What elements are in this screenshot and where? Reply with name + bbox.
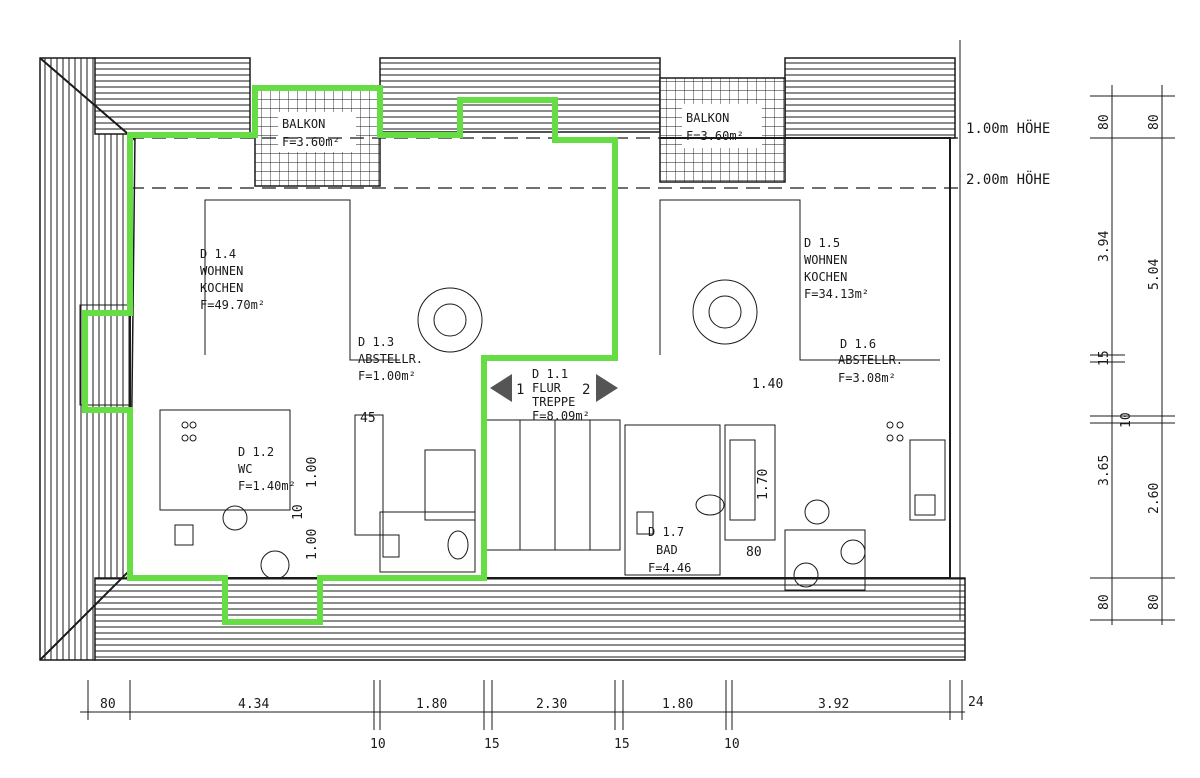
d14-area: F=49.70m² bbox=[200, 298, 265, 312]
dim-10: 10 bbox=[291, 504, 306, 520]
d15-line1: WOHNEN bbox=[804, 253, 847, 267]
stair-mark-left: 1 bbox=[516, 382, 524, 398]
roof-hatching bbox=[39, 57, 966, 661]
bottom-dim-2: 4.34 bbox=[238, 697, 269, 712]
bottom-dim-3: 1.80 bbox=[416, 697, 447, 712]
bottom-dim-5: 1.80 bbox=[662, 697, 693, 712]
balcony-left bbox=[254, 87, 381, 187]
fixtures bbox=[174, 279, 936, 588]
d17-id: D 1.7 bbox=[648, 525, 684, 539]
d11-id: D 1.1 bbox=[532, 367, 568, 381]
dim-1-00-lower: 1.00 bbox=[305, 529, 320, 560]
bottom-dim-7: 24 bbox=[968, 695, 984, 710]
balkon-right-area: F=3.60m² bbox=[686, 129, 744, 143]
right-dim-3: 15 bbox=[1097, 350, 1112, 366]
balkon-right-name: BALKON bbox=[686, 111, 729, 125]
d12-area: F=1.40m² bbox=[238, 479, 296, 493]
height-1m-label: 1.00m HÖHE bbox=[966, 119, 1050, 137]
d15-id: D 1.5 bbox=[804, 236, 840, 250]
d17-line1: BAD bbox=[656, 543, 678, 557]
stair-mark-right: 2 bbox=[582, 382, 590, 398]
d11-area: F=8.09m² bbox=[532, 409, 590, 423]
d14-line2: KOCHEN bbox=[200, 281, 243, 295]
balkon-left-area: F=3.60m² bbox=[282, 135, 340, 149]
right-dim-4: 10 bbox=[1119, 412, 1134, 428]
d15-area: F=34.13m² bbox=[804, 287, 869, 301]
right-dim-10: 80 bbox=[1147, 594, 1162, 610]
room-labels: BALKON F=3.60m² BALKON F=3.60m² D 1.4 WO… bbox=[200, 111, 903, 575]
d14-line1: WOHNEN bbox=[200, 264, 243, 278]
height-lines: 1.00m HÖHE 2.00m HÖHE bbox=[130, 119, 1050, 189]
stair-arrow-left-icon bbox=[490, 374, 512, 402]
d13-line1: ABSTELLR. bbox=[358, 352, 423, 366]
stair-arrow-right-icon bbox=[596, 374, 618, 402]
d16-id: D 1.6 bbox=[840, 337, 876, 351]
d11-line1: FLUR bbox=[532, 381, 562, 395]
right-dimensions: 80 3.94 15 10 3.65 80 80 5.04 2.60 80 bbox=[1090, 85, 1175, 625]
d13-id: D 1.3 bbox=[358, 335, 394, 349]
right-dim-8: 5.04 bbox=[1147, 259, 1162, 290]
height-2m-label: 2.00m HÖHE bbox=[966, 170, 1050, 188]
dim-80-inner: 80 bbox=[746, 545, 762, 560]
bottom-dim-11: 10 bbox=[724, 737, 740, 752]
right-dim-5: 3.65 bbox=[1097, 455, 1112, 486]
bottom-dim-1: 80 bbox=[100, 697, 116, 712]
d17-area: F=4.46 bbox=[648, 561, 691, 575]
bottom-dim-9: 15 bbox=[484, 737, 500, 752]
right-dim-6: 80 bbox=[1097, 594, 1112, 610]
right-dim-1: 80 bbox=[1097, 114, 1112, 130]
right-dim-2: 3.94 bbox=[1097, 231, 1112, 262]
bottom-dimensions: 80 4.34 1.80 2.30 1.80 3.92 24 10 15 15 … bbox=[80, 680, 984, 752]
dim-45: 45 bbox=[360, 411, 376, 426]
inner-dimensions: 45 1.00 10 1.00 1.40 1.70 80 bbox=[291, 377, 783, 560]
d12-line1: WC bbox=[238, 462, 252, 476]
right-dim-9: 2.60 bbox=[1147, 483, 1162, 514]
bottom-dim-10: 15 bbox=[614, 737, 630, 752]
d16-area: F=3.08m² bbox=[838, 371, 896, 385]
right-dim-7: 80 bbox=[1147, 114, 1162, 130]
balkon-left-name: BALKON bbox=[282, 117, 325, 131]
balcony-right bbox=[659, 77, 786, 183]
bottom-dim-4: 2.30 bbox=[536, 697, 567, 712]
d14-id: D 1.4 bbox=[200, 247, 236, 261]
d15-line2: KOCHEN bbox=[804, 270, 847, 284]
dim-1-00-upper: 1.00 bbox=[305, 457, 320, 488]
d13-area: F=1.00m² bbox=[358, 369, 416, 383]
highlighted-unit-outline bbox=[82, 85, 618, 625]
stair-arrows: 1 2 bbox=[490, 374, 618, 402]
d12-id: D 1.2 bbox=[238, 445, 274, 459]
bottom-dim-6: 3.92 bbox=[818, 697, 849, 712]
dim-1-70: 1.70 bbox=[756, 469, 771, 500]
dim-1-40: 1.40 bbox=[752, 377, 783, 392]
bottom-dim-8: 10 bbox=[370, 737, 386, 752]
d16-line1: ABSTELLR. bbox=[838, 353, 903, 367]
d11-line2: TREPPE bbox=[532, 395, 575, 409]
